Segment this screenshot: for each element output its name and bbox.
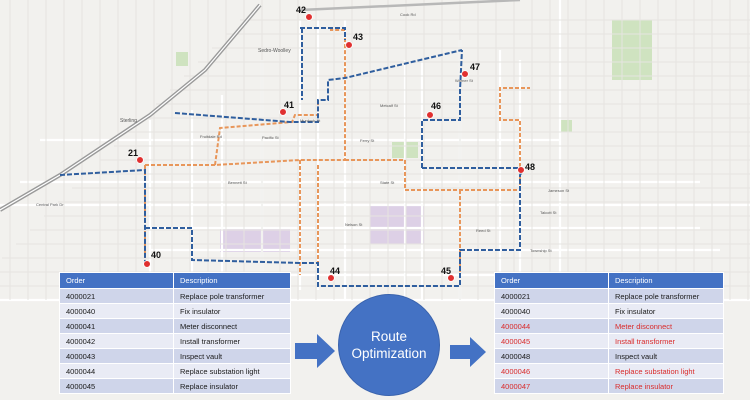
description-cell: Inspect vault (608, 348, 724, 364)
stop-marker-41[interactable] (279, 108, 287, 116)
description-cell: Meter disconnect (173, 318, 291, 334)
stop-markers (136, 13, 525, 282)
stop-marker-46[interactable] (426, 111, 434, 119)
description-cell: Meter disconnect (608, 318, 724, 334)
stop-label-46: 46 (431, 101, 442, 111)
route-optimization-badge: Route Optimization (338, 294, 440, 396)
stop-label-41: 41 (284, 100, 295, 110)
description-column-header: Description (608, 272, 724, 289)
description-cell: Fix insulator (608, 303, 724, 319)
description-cell: Replace substation light (608, 363, 724, 379)
stop-marker-42[interactable] (305, 13, 313, 21)
minor-streets (0, 0, 750, 300)
order-cell: 4000045 (494, 333, 609, 349)
order-cell: 4000040 (494, 303, 609, 319)
stop-marker-44[interactable] (327, 274, 335, 282)
map-areas (176, 20, 652, 252)
order-cell: 4000040 (59, 303, 174, 319)
stop-marker-43[interactable] (345, 41, 353, 49)
description-column-header: Description (173, 272, 291, 289)
stop-marker-21[interactable] (136, 156, 144, 164)
order-column-header: Order (59, 272, 174, 289)
description-cell: Replace insulator (173, 378, 291, 394)
order-cell: 4000046 (494, 363, 609, 379)
stop-label-43: 43 (353, 32, 364, 42)
order-cell: 4000048 (494, 348, 609, 364)
right-arrow-icon (295, 334, 335, 368)
stop-label-45: 45 (441, 266, 452, 276)
order-cell: 4000045 (59, 378, 174, 394)
order-cell: 4000021 (494, 288, 609, 304)
stop-label-40: 40 (151, 250, 162, 260)
order-cell: 4000044 (59, 363, 174, 379)
description-cell: Fix insulator (173, 303, 291, 319)
description-cell: Inspect vault (173, 348, 291, 364)
highway (0, 0, 521, 212)
order-cell: 4000042 (59, 333, 174, 349)
description-cell: Replace pole transformer (608, 288, 724, 304)
stop-label-48: 48 (525, 162, 536, 172)
stop-marker-48[interactable] (517, 166, 525, 174)
description-cell: Install transformer (173, 333, 291, 349)
order-cell: 4000041 (59, 318, 174, 334)
description-cell: Install transformer (608, 333, 724, 349)
order-cell: 4000044 (494, 318, 609, 334)
stop-label-44: 44 (330, 266, 341, 276)
stop-label-47: 47 (470, 62, 481, 72)
stop-marker-45[interactable] (447, 274, 455, 282)
stop-label-21: 21 (128, 148, 139, 158)
order-cell: 4000047 (494, 378, 609, 394)
route-orange[interactable] (144, 29, 530, 283)
order-cell: 4000021 (59, 288, 174, 304)
badge-line-2: Optimization (351, 346, 427, 361)
order-cell: 4000043 (59, 348, 174, 364)
right-arrow-icon (450, 337, 486, 367)
order-column-header: Order (494, 272, 609, 289)
description-cell: Replace pole transformer (173, 288, 291, 304)
description-cell: Replace substation light (173, 363, 291, 379)
stop-marker-40[interactable] (143, 260, 151, 268)
badge-line-1: Route (370, 329, 408, 344)
description-cell: Replace insulator (608, 378, 724, 394)
stop-marker-47[interactable] (461, 70, 469, 78)
route-blue[interactable] (59, 27, 523, 287)
stop-label-42: 42 (296, 5, 307, 15)
